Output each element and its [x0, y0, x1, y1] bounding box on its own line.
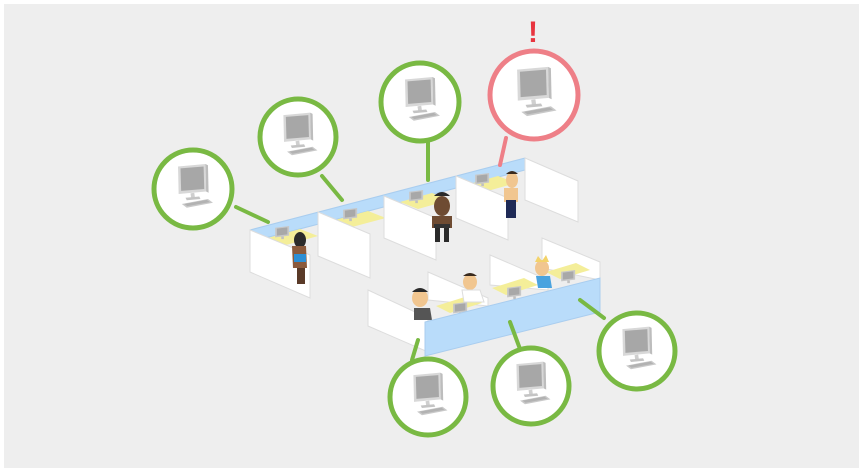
connector-ws-2: [320, 174, 344, 202]
side-partition: [383, 195, 437, 261]
desk: [335, 211, 386, 227]
alert-exclamation: !: [528, 16, 538, 49]
person-bottom-2: [461, 273, 485, 303]
side-partition: [317, 211, 371, 279]
person-bottom-1: [412, 288, 432, 320]
computer-node-ws-7[interactable]: [596, 310, 678, 392]
side-partition: [489, 254, 549, 291]
connector-ws-7: [578, 298, 606, 320]
connector-ws-4: [498, 136, 508, 167]
connector-ws-6: [508, 320, 522, 351]
computer-node-ws-5[interactable]: [387, 356, 469, 438]
computer-node-ws-2[interactable]: [257, 96, 339, 178]
person-bottom-3: [535, 255, 552, 288]
connector-ws-5: [410, 338, 420, 362]
desk: [492, 278, 538, 295]
side-partition: [524, 157, 579, 223]
computer-node-ws-1[interactable]: [151, 147, 235, 231]
connector-ws-1: [234, 205, 270, 224]
person-top-3: [504, 171, 518, 218]
computer-node-ws-4-alert[interactable]: [487, 48, 581, 142]
computer-nodes: [151, 48, 678, 438]
side-partition: [249, 229, 311, 299]
desk: [268, 229, 318, 245]
computer-node-ws-3[interactable]: [378, 60, 462, 144]
side-partition: [455, 175, 509, 241]
connector-lines: [234, 136, 606, 362]
desk: [400, 193, 450, 209]
person-top-2: [432, 192, 452, 242]
bottom-front-partition: [424, 277, 601, 357]
top-cubicle-row: [249, 157, 579, 299]
person-top-1: [292, 232, 307, 284]
computer-node-ws-6[interactable]: [490, 345, 572, 427]
